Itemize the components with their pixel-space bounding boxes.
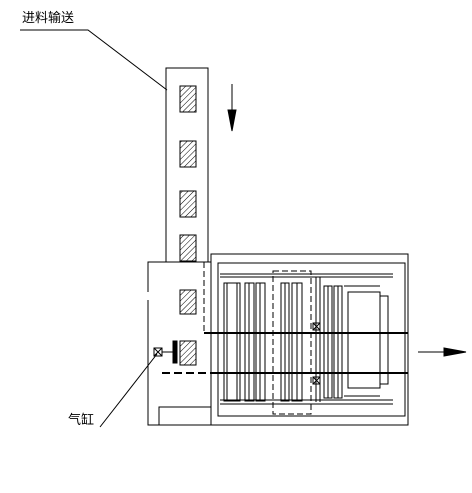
left-roller-group — [223, 282, 266, 402]
middle-roller-dashed-box — [272, 270, 312, 415]
base-block — [158, 406, 212, 426]
right-roller-group — [315, 277, 389, 402]
feed-conveyor-leader-line — [20, 29, 168, 91]
heavy-conveyor-lines — [204, 332, 408, 374]
middle-roller-group — [280, 282, 303, 402]
hatched-product-blocks — [179, 85, 197, 366]
main-machine-outer-frame — [210, 253, 409, 426]
output-direction-arrow-icon — [418, 347, 467, 357]
label-cylinder: 气缸 — [68, 413, 95, 428]
main-machine-inner-frame — [217, 262, 406, 417]
right-cylinder-lower-icon — [312, 376, 321, 385]
right-cylinder-upper-icon — [312, 322, 321, 331]
feed-direction-arrow-icon — [227, 84, 237, 132]
cylinder-plate — [172, 340, 178, 364]
label-feed-conveyor: 进料输送 — [22, 11, 75, 26]
